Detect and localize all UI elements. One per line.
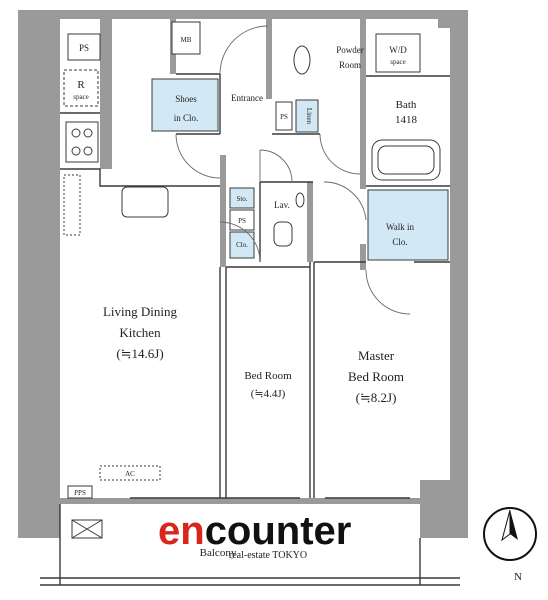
compass: N (483, 507, 537, 583)
brand-logo-part2: counter (205, 509, 352, 553)
linen-label: Linen (305, 108, 313, 125)
brand-tagline: real-estate TOKYO (229, 550, 307, 561)
sto-label: Sto. (236, 195, 247, 203)
bedroom-name: Bed Room (244, 370, 292, 382)
compass-north-label: N (514, 571, 522, 583)
brand-logo-part1: en (158, 509, 205, 553)
ac-label: AC (125, 470, 135, 478)
ac-box (99, 465, 161, 481)
powder-toilet (293, 45, 311, 75)
bath-line1: Bath (396, 99, 417, 111)
stove (65, 121, 99, 163)
shoes-closet (151, 78, 219, 132)
door-swings (175, 25, 411, 315)
wd-sub: space (390, 58, 406, 66)
powder-room-line2: Room (339, 60, 361, 70)
pps-label: PPS (74, 489, 86, 497)
ps-top-label: PS (79, 43, 89, 53)
mb-label: MB (181, 36, 192, 44)
walk-in-line2: Clo. (392, 237, 407, 247)
ps-mid-label: PS (238, 217, 246, 225)
balcony-label: Balcony (200, 547, 237, 559)
lav-sink (295, 192, 305, 208)
closet-clo (229, 231, 255, 259)
wd-box (375, 33, 421, 73)
ps-linen-label: PS (280, 113, 288, 121)
closets (151, 78, 449, 261)
linen-cabinet (295, 99, 319, 133)
ldk-line1: Living Dining (103, 304, 178, 319)
shoes-closet-line2: in Clo. (174, 113, 199, 123)
r-space-sub: space (73, 93, 89, 101)
walk-in-line1: Walk in (386, 222, 415, 232)
kitchen-counter-hatch (63, 174, 81, 236)
brand-logo: encounter (158, 509, 351, 553)
walls (18, 10, 468, 538)
mb-box (171, 21, 201, 55)
master-size: (≒8.2J) (356, 390, 397, 405)
kitchen-sink (121, 186, 169, 218)
master-line2: Bed Room (348, 369, 404, 384)
fixtures (63, 21, 441, 539)
powder-room-line1: Powder (336, 45, 364, 55)
pps-box (67, 485, 93, 499)
wd-label: W/D (389, 45, 407, 55)
partitions (40, 73, 460, 586)
shoes-closet-line1: Shoes (175, 94, 197, 104)
ps-top-box (67, 33, 101, 61)
bedroom-size: (≒4.4J) (251, 388, 286, 400)
entrance-label: Entrance (231, 93, 263, 103)
brand-watermark: encounter real-estate TOKYO (158, 509, 351, 561)
bath-line2: 1418 (395, 114, 418, 126)
r-space-letter: R (77, 79, 85, 91)
storage-sto (229, 187, 255, 209)
clo-label: Clo. (236, 241, 248, 249)
r-space-box (63, 69, 99, 107)
master-line1: Master (358, 348, 395, 363)
labels: PS MB R space Shoes in Clo. Entrance Pow… (73, 36, 417, 559)
ps-linen-box (275, 101, 293, 131)
ldk-size: (≒14.6J) (116, 346, 163, 361)
lav-label: Lav. (274, 200, 290, 210)
walk-in-closet (367, 189, 449, 261)
lav-toilet (273, 221, 293, 247)
ldk-line2: Kitchen (119, 325, 161, 340)
